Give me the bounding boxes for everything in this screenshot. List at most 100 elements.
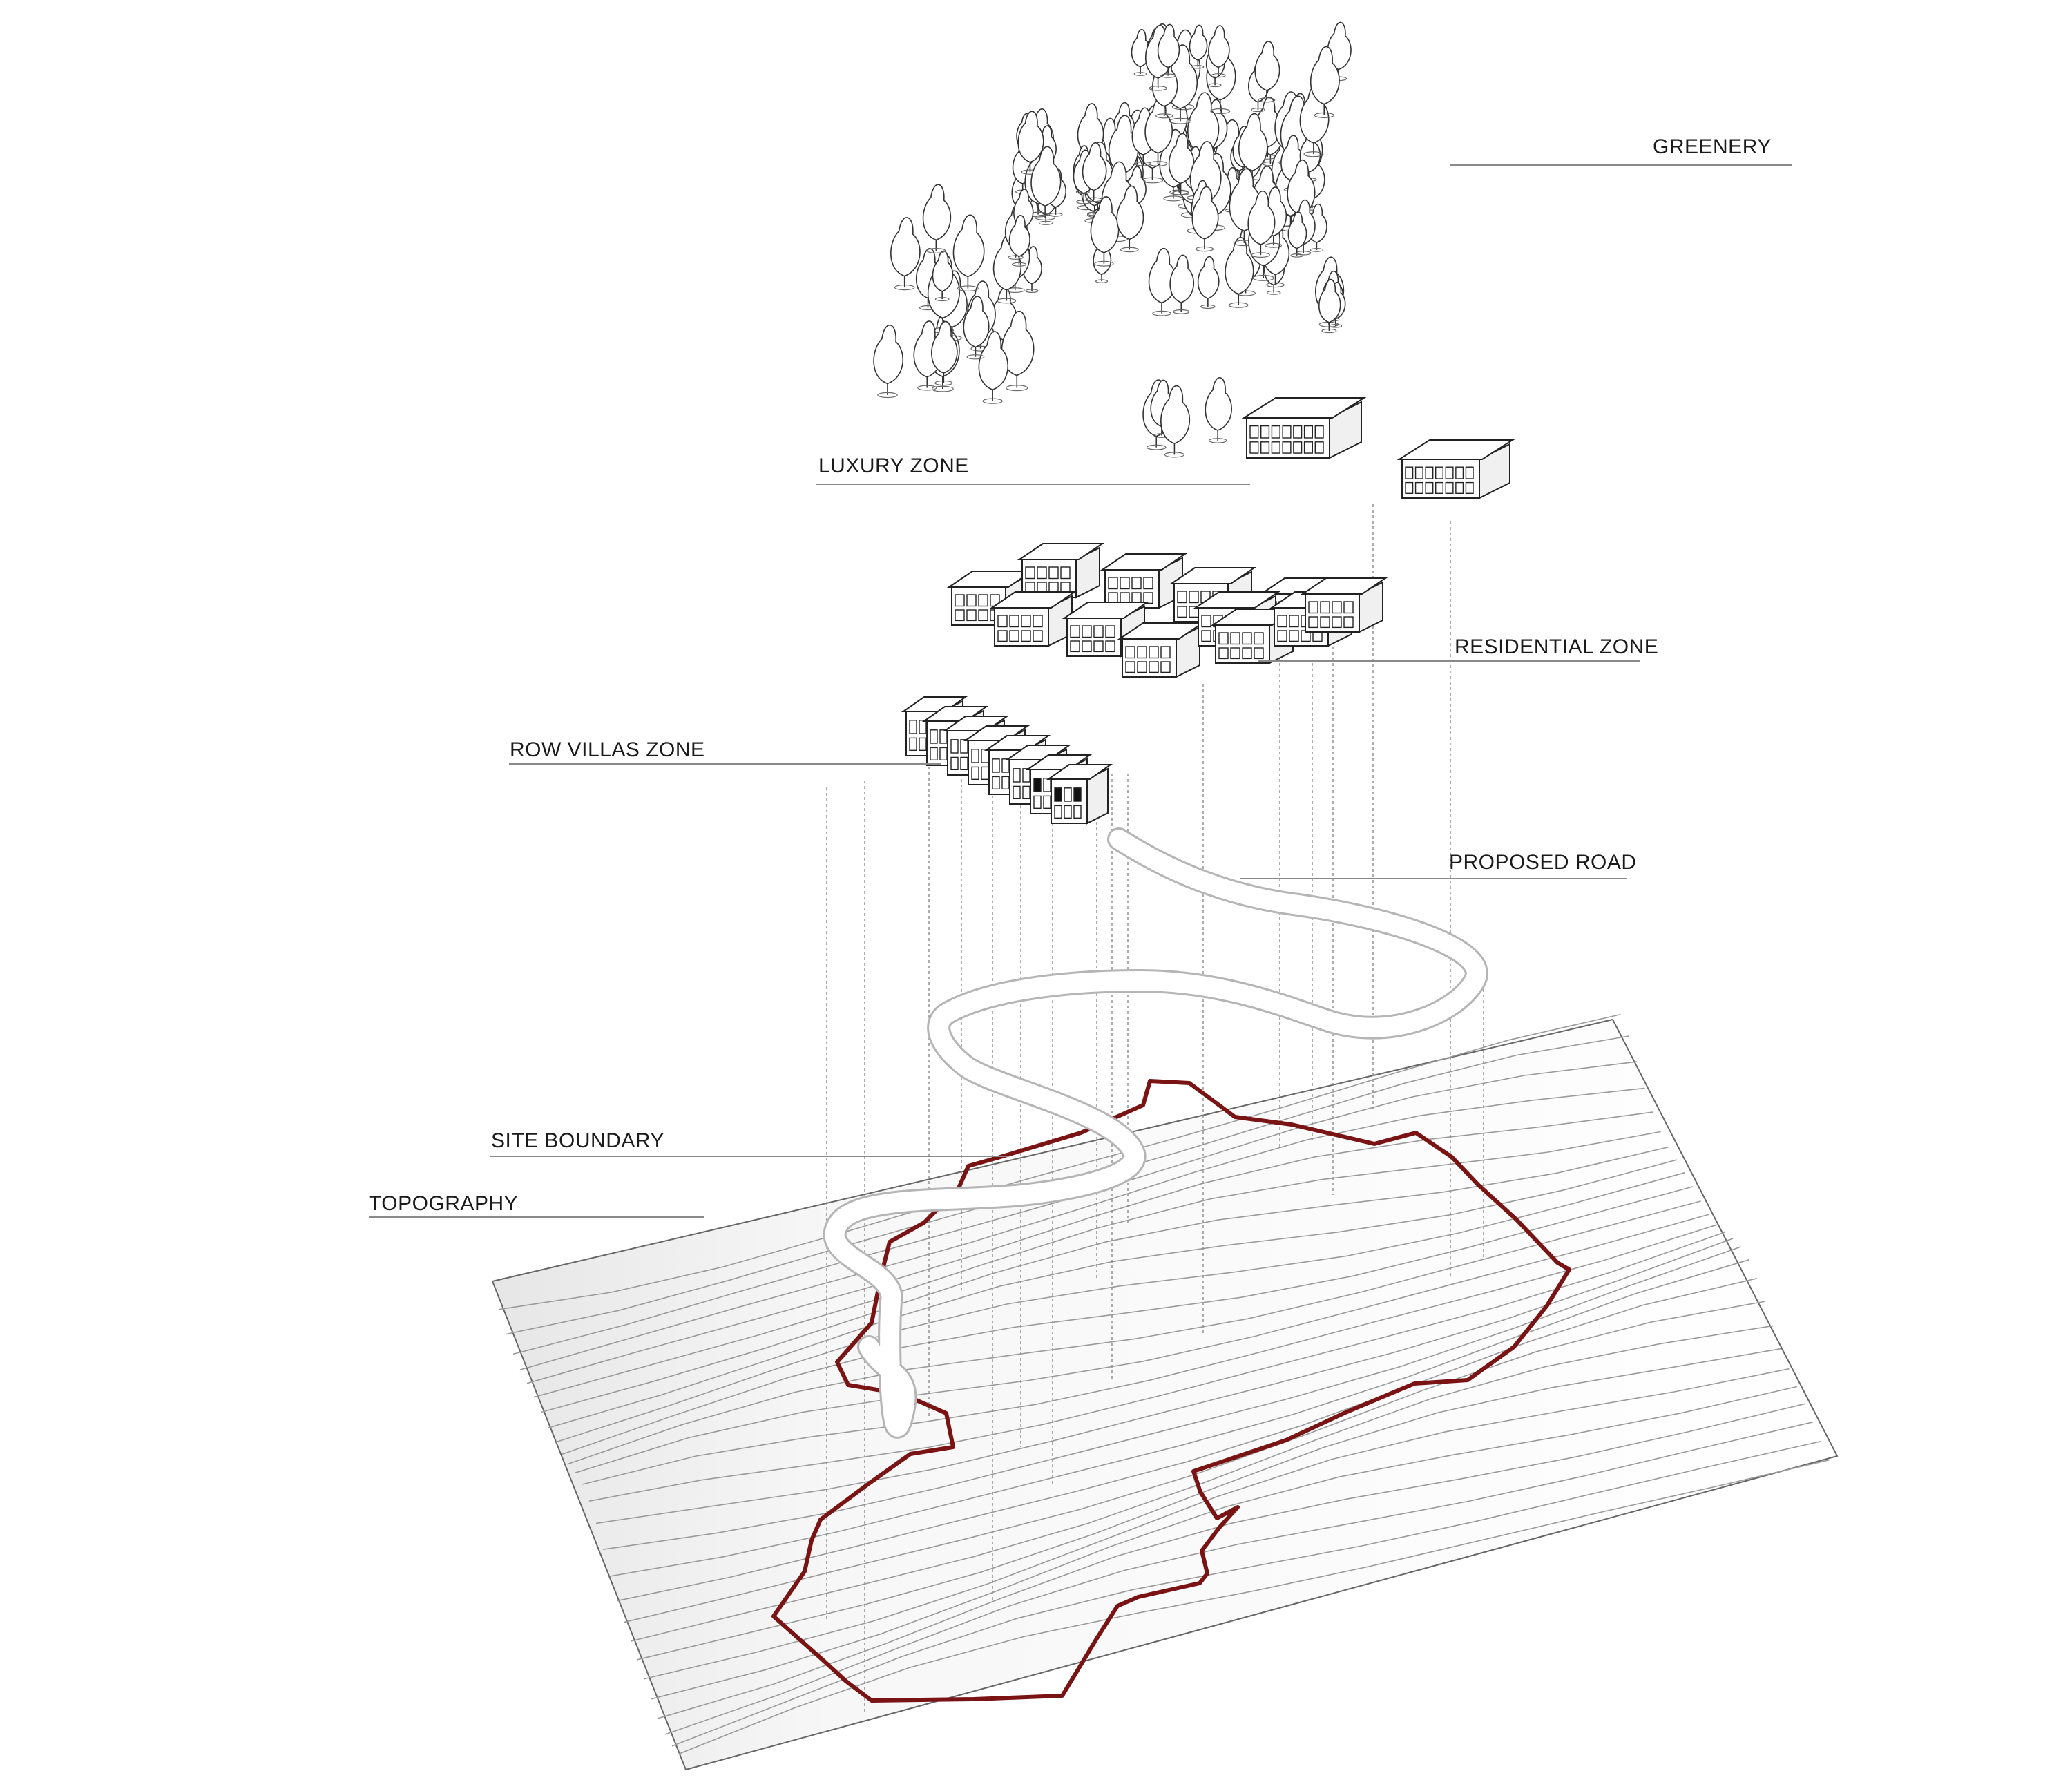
house-window (1049, 567, 1058, 579)
tree-canopy (1170, 255, 1193, 303)
house-window (1010, 631, 1019, 641)
house-window (1250, 442, 1258, 453)
house-window (1013, 769, 1020, 782)
house-window (981, 767, 988, 779)
tree-canopy (874, 325, 903, 384)
house-window (1023, 769, 1030, 782)
house-window (1106, 626, 1115, 638)
house-window (1294, 442, 1302, 453)
house-window (951, 740, 958, 753)
house-window (1126, 662, 1135, 672)
row-villas-zone-label: ROW VILLAS ZONE (510, 740, 705, 760)
tree-canopy (923, 184, 951, 240)
house-window (1021, 631, 1030, 641)
house-window (1064, 788, 1071, 801)
house-window (951, 757, 958, 769)
house-window (1189, 591, 1198, 603)
house-window (1289, 631, 1298, 641)
row-villa-unit (1048, 765, 1111, 823)
house-window (1082, 641, 1091, 651)
house-window (930, 747, 937, 760)
house-window (1023, 786, 1030, 798)
residential-house (1120, 623, 1202, 677)
house-window (1219, 648, 1228, 658)
house-window (1416, 467, 1423, 479)
house-window (998, 631, 1007, 641)
residential-house (1102, 554, 1185, 608)
house-window (1033, 631, 1042, 641)
house-window (1120, 577, 1129, 589)
house-window (1013, 786, 1020, 798)
house-window (1094, 641, 1103, 651)
house-window (940, 730, 947, 743)
tree-canopy (1209, 26, 1229, 67)
house-window (1026, 567, 1035, 579)
house-window (1064, 805, 1071, 818)
house-window (1044, 778, 1051, 792)
greenery-leader (1450, 164, 1792, 166)
luxury-villa (1399, 440, 1513, 498)
tree-icon (891, 218, 920, 290)
house-window (1278, 631, 1287, 641)
site-boundary-leader (490, 1156, 1008, 1157)
house-window (1283, 442, 1291, 453)
house-window (1109, 577, 1117, 589)
house-window (981, 749, 988, 763)
topography-layer (492, 1015, 1837, 1770)
house-window (1094, 626, 1103, 638)
proposed-road-leader (1240, 878, 1627, 879)
house-window (972, 767, 979, 779)
house-window (1466, 483, 1473, 494)
house-window (1426, 483, 1433, 494)
greenery-label: GREENERY (1653, 137, 1772, 157)
house-window (1272, 426, 1280, 438)
house-window (1294, 426, 1302, 438)
row-villas-zone-leader (509, 763, 941, 765)
tree-canopy (953, 215, 984, 276)
house-window (1406, 483, 1413, 494)
house-window (1071, 626, 1080, 638)
greenery-layer (874, 22, 1351, 457)
site-boundary-label: SITE BOUNDARY (491, 1131, 664, 1151)
residential-zone (949, 544, 1385, 677)
house-window (1344, 617, 1353, 627)
house-window (1071, 641, 1080, 651)
house-window (955, 610, 964, 620)
house-window (1466, 467, 1473, 479)
house-window (1132, 577, 1141, 589)
house-window (1106, 641, 1115, 651)
topography-leader (369, 1216, 704, 1218)
tree-canopy (1205, 378, 1231, 430)
house-window (1138, 662, 1147, 672)
house-window (1456, 483, 1464, 494)
tree-canopy (932, 251, 952, 291)
house-window (1061, 567, 1070, 579)
residential-house (1019, 544, 1102, 597)
house-window (1416, 483, 1423, 494)
house-window (1250, 426, 1258, 438)
tree-canopy (1189, 25, 1207, 60)
house-window (930, 730, 937, 743)
house-window (1278, 615, 1287, 627)
topography-label: TOPOGRAPHY (369, 1194, 518, 1214)
row-villas-zone (903, 697, 1111, 823)
tree-icon (1170, 255, 1193, 314)
house-window (967, 595, 976, 606)
house-window (919, 720, 926, 734)
house-window (1144, 577, 1153, 589)
house-window (1321, 617, 1330, 627)
house-window (998, 615, 1007, 627)
house-window (1309, 617, 1318, 627)
luxury-zone-label: LUXURY ZONE (818, 456, 969, 477)
house-window (1305, 426, 1313, 438)
house-window (1044, 796, 1051, 808)
proposed-road-label: PROPOSED ROAD (1449, 852, 1637, 873)
residential-zone-label: RESIDENTIAL ZONE (1455, 637, 1658, 658)
house-window (1002, 759, 1009, 772)
house-window (1034, 796, 1041, 808)
house-window (1321, 602, 1330, 613)
luxury-zone (1244, 398, 1513, 498)
house-window (955, 595, 964, 606)
house-window (992, 759, 999, 772)
